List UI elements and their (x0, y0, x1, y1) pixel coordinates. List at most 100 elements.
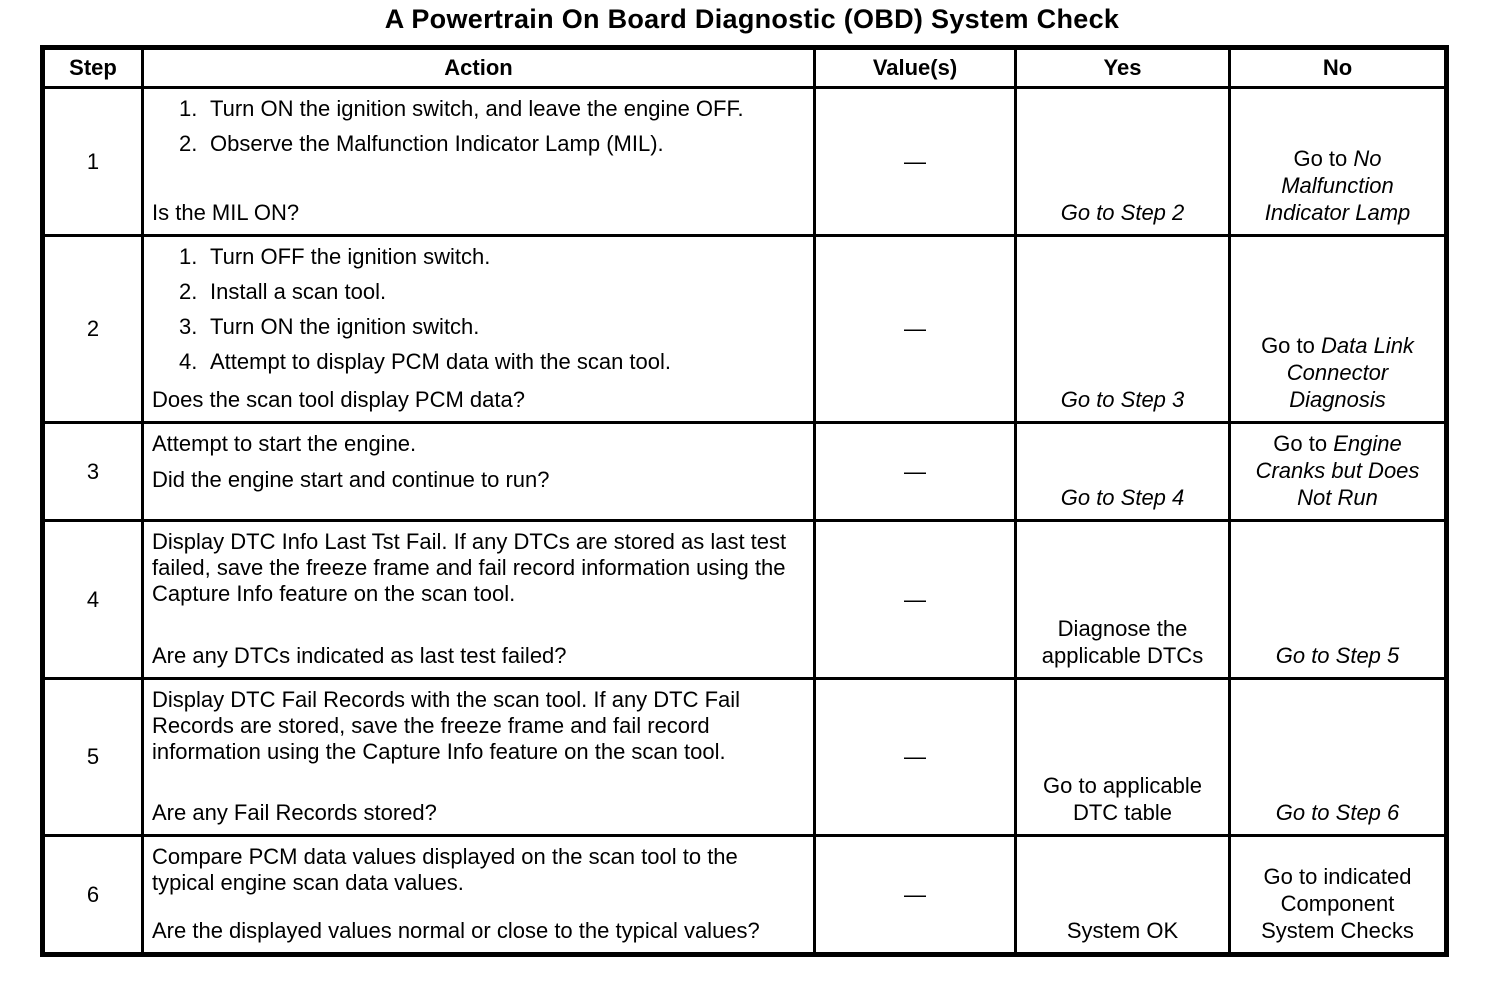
action-cell: Display DTC Info Last Tst Fail. If any D… (141, 519, 816, 680)
table-row: 2 1. Turn OFF the ignition switch. 2. Instal… (41, 234, 1448, 424)
action-instructions: 1. Turn OFF the ignition switch. 2. Install… (152, 244, 803, 384)
action-numbered-item: 1. Turn ON the ignition switch, and leave… (179, 96, 803, 122)
text-segment: No Malfunction Indicator Lamp (1264, 146, 1411, 225)
action-paragraph: Attempt to start the engine. (152, 431, 417, 456)
table-row: 3 Attempt to start the engine. Did the eng… (41, 421, 1448, 522)
item-number: 2. (179, 279, 198, 304)
action-numbered-item: 1. Turn OFF the ignition switch. (179, 244, 803, 270)
text-segment: System OK (1066, 918, 1179, 943)
item-text: Install a scan tool. (210, 279, 387, 304)
yes-cell: Go to Step 4 (1014, 421, 1231, 522)
action-cell: Attempt to start the engine. Did the engi… (141, 421, 816, 522)
action-paragraph: Display DTC Info Last Tst Fail. If any D… (152, 529, 787, 606)
item-text: Turn OFF the ignition switch. (210, 244, 491, 269)
table-row: 1 1. Turn ON the ignition switch, and leav… (41, 86, 1448, 237)
text-segment: Go to Step 2 (1060, 200, 1185, 225)
text-segment: Go to (1293, 146, 1354, 171)
text-segment: Go to Step 4 (1060, 485, 1185, 510)
action-content: Display DTC Info Last Tst Fail. If any D… (152, 529, 803, 669)
action-instructions: Compare PCM data values displayed on the… (152, 844, 803, 905)
text-segment: Go to Step 5 (1275, 643, 1400, 668)
step-cell: 4 (41, 519, 144, 680)
text-segment: Data Link Connector Diagnosis (1286, 333, 1414, 412)
action-instructions: 1. Turn ON the ignition switch, and leave… (152, 96, 803, 166)
col-header-values: Value(s) (813, 46, 1017, 89)
step-cell: 2 (41, 234, 144, 424)
no-cell: Go to No Malfunction Indicator Lamp (1228, 86, 1448, 237)
values-cell: — (813, 519, 1017, 680)
item-number: 1. (179, 244, 198, 269)
action-cell: Display DTC Fail Records with the scan t… (141, 677, 816, 837)
action-paragraph: Compare PCM data values displayed on the… (152, 844, 738, 895)
step-cell: 1 (41, 86, 144, 237)
action-content: 1. Turn ON the ignition switch, and leave… (152, 96, 803, 226)
action-question: Are any DTCs indicated as last test fail… (152, 643, 567, 668)
action-instructions: Display DTC Fail Records with the scan t… (152, 687, 803, 774)
action-content: 1. Turn OFF the ignition switch. 2. Install… (152, 244, 803, 413)
item-number: 4. (179, 349, 198, 374)
table-body: 1 1. Turn ON the ignition switch, and leav… (41, 86, 1448, 956)
action-question: Did the engine start and continue to run… (152, 467, 550, 492)
action-numbered-item: 4. Attempt to display PCM data with the s… (179, 349, 803, 375)
text-segment: Go to applicable DTC table (1043, 773, 1202, 825)
text-segment: Go to (1273, 431, 1334, 456)
action-cell: 1. Turn OFF the ignition switch. 2. Install… (141, 234, 816, 424)
page-title: A Powertrain On Board Diagnostic (OBD) S… (384, 4, 1120, 34)
values-cell: — (813, 677, 1017, 837)
action-content: Attempt to start the engine. Did the engi… (152, 431, 803, 493)
col-header-no: No (1228, 46, 1448, 89)
col-header-yes: Yes (1014, 46, 1231, 89)
item-text: Turn ON the ignition switch, and leave t… (210, 96, 744, 121)
step-cell: 6 (41, 834, 144, 956)
text-segment: Go to indicated Component System Checks (1261, 864, 1414, 943)
text-segment: Go to (1261, 333, 1321, 358)
action-instructions: Attempt to start the engine. (152, 431, 803, 466)
action-numbered-item: 3. Turn ON the ignition switch. (179, 314, 803, 340)
no-cell: Go to Step 5 (1228, 519, 1448, 680)
text-segment: Diagnose the applicable DTCs (1041, 616, 1204, 668)
yes-cell: Go to Step 3 (1014, 234, 1231, 424)
step-cell: 3 (41, 421, 144, 522)
action-numbered-item: 2. Install a scan tool. (179, 279, 803, 305)
values-cell: — (813, 834, 1017, 956)
item-number: 3. (179, 314, 198, 339)
item-text: Attempt to display PCM data with the sca… (210, 349, 672, 374)
action-question: Are any Fail Records stored? (152, 800, 437, 825)
item-text: Turn ON the ignition switch. (210, 314, 480, 339)
action-cell: 1. Turn ON the ignition switch, and leave… (141, 86, 816, 237)
col-header-action: Action (141, 46, 816, 89)
no-cell: Go to Step 6 (1228, 677, 1448, 837)
yes-cell: Go to Step 2 (1014, 86, 1231, 237)
obd-system-check-table: Step Action Value(s) Yes No 1 1. Turn ON t… (40, 45, 1449, 957)
action-cell: Compare PCM data values displayed on the… (141, 834, 816, 956)
item-number: 2. (179, 131, 198, 156)
action-paragraph: Display DTC Fail Records with the scan t… (152, 687, 741, 764)
action-question: Is the MIL ON? (152, 200, 300, 225)
item-text: Observe the Malfunction Indicator Lamp (… (210, 131, 664, 156)
text-segment: Go to Step 6 (1275, 800, 1400, 825)
no-cell: Go to Engine Cranks but Does Not Run (1228, 421, 1448, 522)
values-cell: — (813, 421, 1017, 522)
item-number: 1. (179, 96, 198, 121)
col-header-step: Step (41, 46, 144, 89)
values-cell: — (813, 234, 1017, 424)
action-numbered-item: 2. Observe the Malfunction Indicator Lamp… (179, 131, 803, 157)
action-question: Are the displayed values normal or close… (152, 918, 760, 943)
no-cell: Go to indicated Component System Checks (1228, 834, 1448, 956)
text-segment: Go to Step 3 (1060, 387, 1185, 412)
text-segment: Engine Cranks but Does Not Run (1255, 431, 1420, 510)
action-content: Display DTC Fail Records with the scan t… (152, 687, 803, 826)
yes-cell: Go to applicable DTC table (1014, 677, 1231, 837)
action-instructions: Display DTC Info Last Tst Fail. If any D… (152, 529, 803, 616)
action-content: Compare PCM data values displayed on the… (152, 844, 803, 944)
yes-cell: System OK (1014, 834, 1231, 956)
values-cell: — (813, 86, 1017, 237)
header-row: Step Action Value(s) Yes No (41, 46, 1448, 89)
action-question: Does the scan tool display PCM data? (152, 387, 525, 412)
step-cell: 5 (41, 677, 144, 837)
no-cell: Go to Data Link Connector Diagnosis (1228, 234, 1448, 424)
